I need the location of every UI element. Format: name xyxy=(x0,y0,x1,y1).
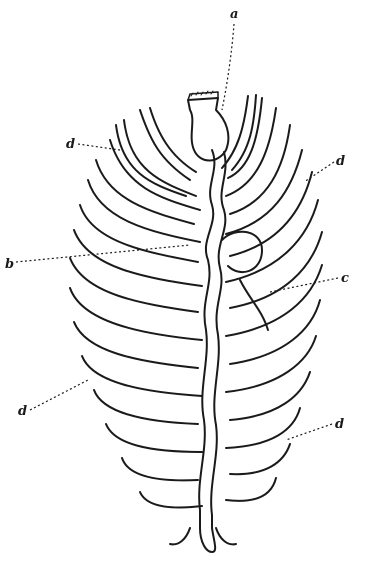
leader-d-lower-left xyxy=(30,380,88,410)
label-d-lower-left: d xyxy=(18,405,27,418)
leader-c xyxy=(270,278,338,292)
leader-d-upper-right xyxy=(304,162,334,182)
leader-d-upper-left xyxy=(78,144,120,150)
leader-d-lower-right xyxy=(286,424,332,440)
label-d-upper-right: d xyxy=(336,155,345,168)
label-a: a xyxy=(230,8,238,21)
leader-a xyxy=(222,24,234,110)
label-c: c xyxy=(341,272,349,285)
label-d-lower-right: d xyxy=(335,418,344,431)
cup-structure xyxy=(188,98,228,161)
label-d-upper-left: d xyxy=(66,138,75,151)
leader-b xyxy=(16,245,190,262)
label-b: b xyxy=(5,258,14,271)
